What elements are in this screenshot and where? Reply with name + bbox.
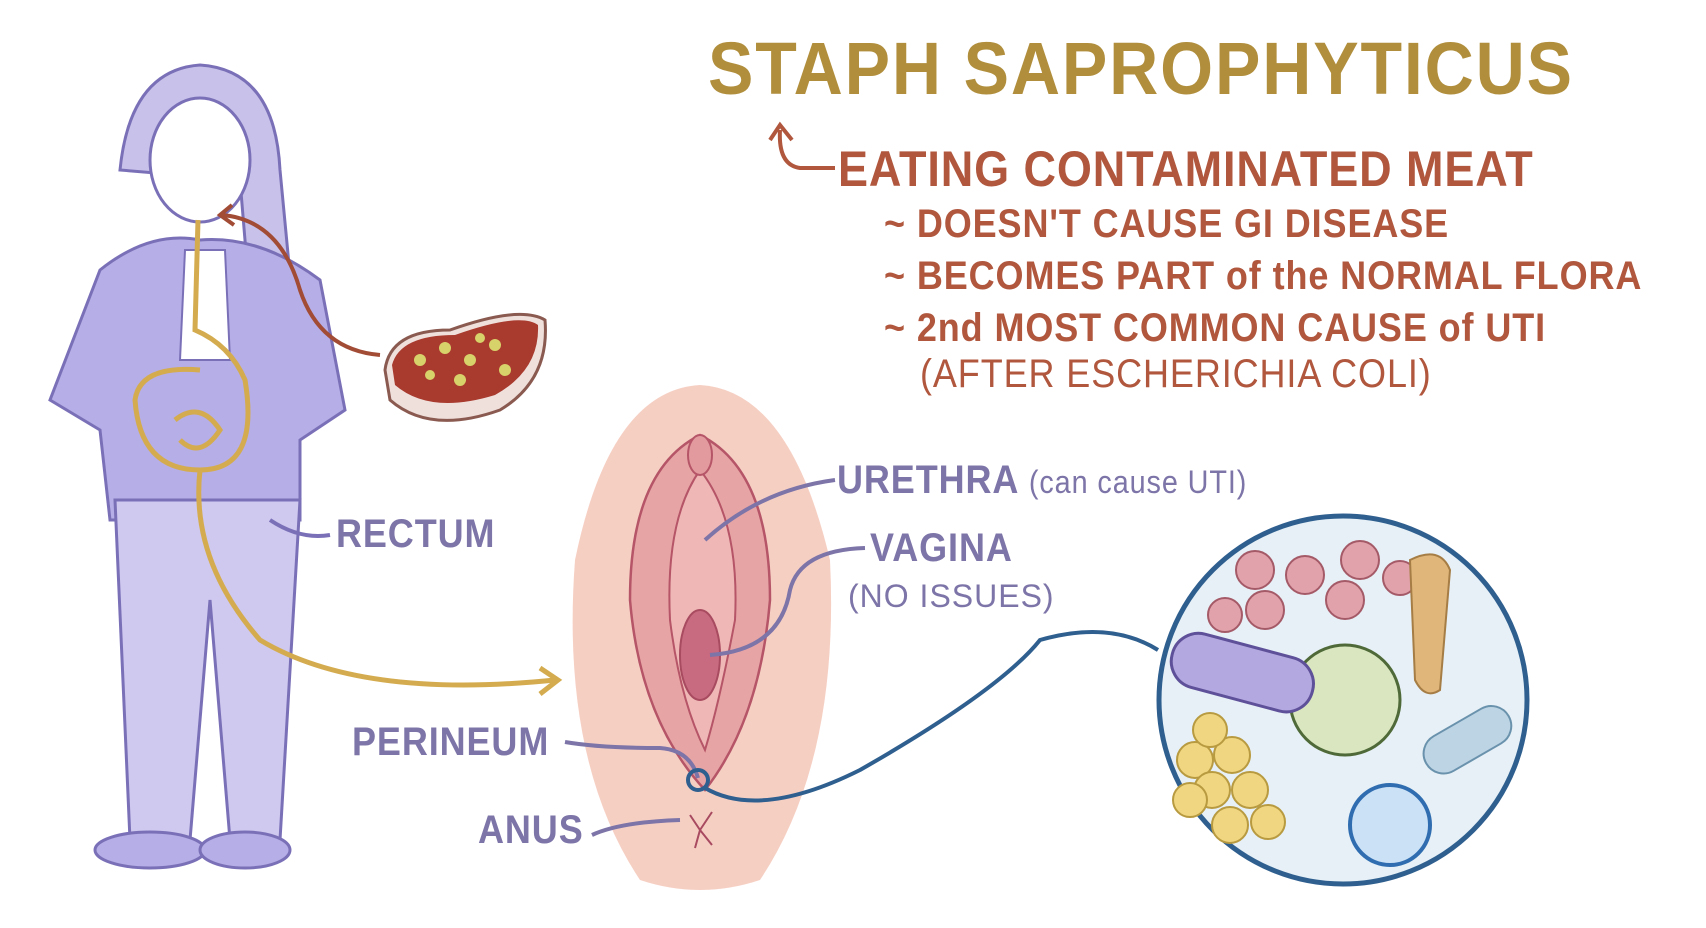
transmission-source: EATING CONTAMINATED MEAT xyxy=(838,141,1534,197)
label-perineum: PERINEUM xyxy=(352,720,550,764)
label-rectum: RECTUM xyxy=(336,512,496,556)
bullet-item: ~ DOESN'T CAUSE GI DISEASE xyxy=(884,202,1450,246)
ingestion-arrow xyxy=(216,203,381,357)
label-vagina: VAGINA xyxy=(870,526,1013,570)
person-figure xyxy=(48,63,347,870)
bullet-item: ~ 2nd MOST COMMON CAUSE of UTI xyxy=(884,306,1547,350)
urethra-note: (can cause UTI) xyxy=(1028,464,1248,500)
rectum-pointer xyxy=(268,518,331,538)
bullet-item: ~ BECOMES PART of the NORMAL FLORA xyxy=(884,254,1643,298)
female-perineum-illustration xyxy=(572,385,832,890)
bullet-note: (AFTER ESCHERICHIA COLI) xyxy=(920,352,1432,396)
microscope-lens xyxy=(686,513,1530,887)
vagina-note: (NO ISSUES) xyxy=(848,578,1055,614)
label-urethra: URETHRA (can cause UTI) xyxy=(837,458,1248,502)
page-title: STAPH SAPROPHYTICUS xyxy=(708,27,1574,110)
gi-tract xyxy=(132,219,563,696)
label-anus: ANUS xyxy=(478,808,584,852)
contaminated-meat xyxy=(383,312,547,422)
label-pointers xyxy=(564,478,866,837)
